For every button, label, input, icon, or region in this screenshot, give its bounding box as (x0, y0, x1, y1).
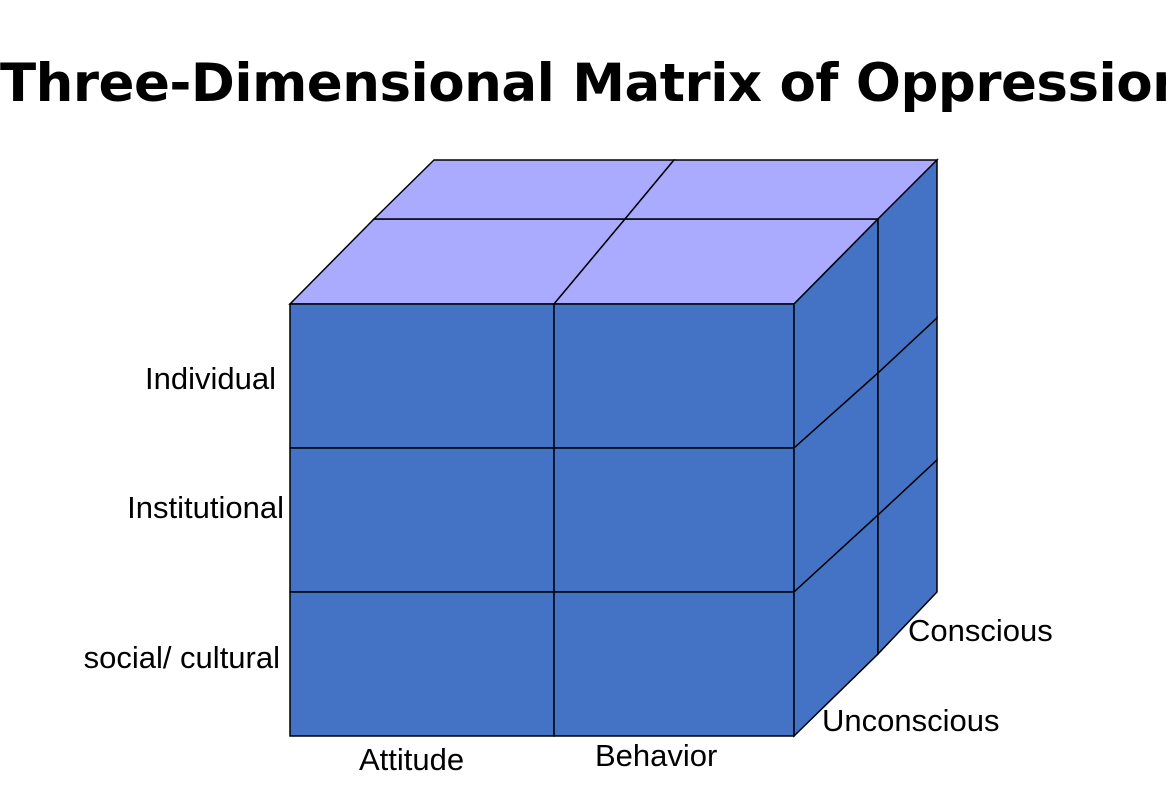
column-label-behavior: Behavior (595, 738, 718, 773)
cube-side-face (793, 158, 938, 738)
diagram-title: Three-Dimensional Matrix of Oppression (0, 53, 1166, 114)
side-cell (877, 458, 938, 656)
front-cell-individual-behavior (553, 303, 795, 449)
front-cell-individual-attitude (289, 303, 555, 449)
cube-top-face (288, 159, 939, 305)
column-label-attitude: Attitude (359, 742, 465, 777)
row-label-individual: Individual (145, 361, 276, 396)
cube-front-face (289, 303, 795, 737)
front-cell-social-cultural-behavior (553, 591, 795, 737)
row-label-social-cultural: social/ cultural (83, 640, 280, 675)
front-cell-social-cultural-attitude (289, 591, 555, 737)
depth-label-unconscious: Unconscious (822, 703, 1000, 738)
front-cell-institutional-behavior (553, 447, 795, 593)
front-cell-institutional-attitude (289, 447, 555, 593)
row-label-institutional: Institutional (127, 490, 284, 525)
top-face-cell (372, 159, 676, 220)
depth-label-conscious: Conscious (908, 613, 1053, 648)
